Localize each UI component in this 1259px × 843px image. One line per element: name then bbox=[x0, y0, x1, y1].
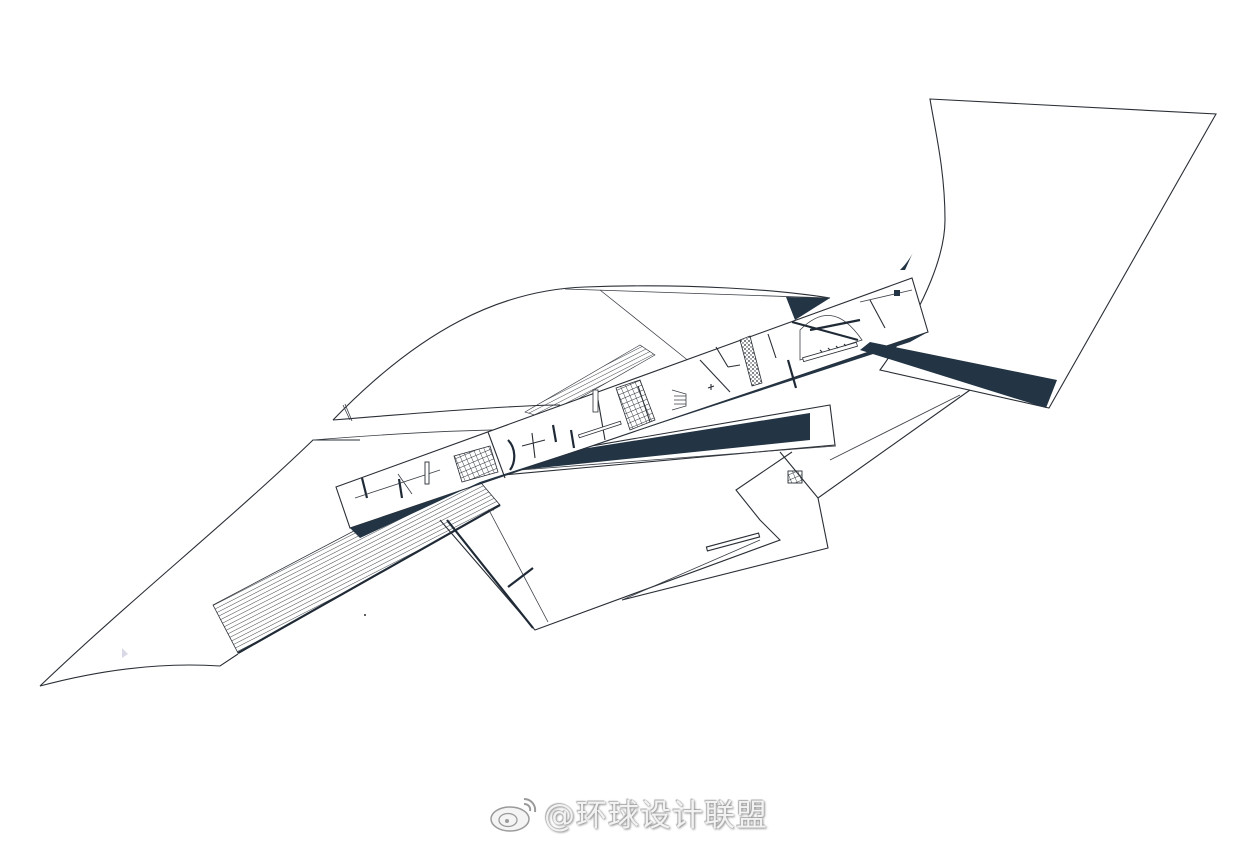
lower-jagged-plane bbox=[439, 389, 971, 631]
weibo-icon bbox=[490, 797, 537, 832]
central-linear-building bbox=[335, 277, 1057, 538]
upper-curved-roof-plane bbox=[332, 285, 831, 422]
watermark-text: @环球设计联盟 bbox=[544, 798, 768, 834]
watermark: @环球设计联盟 bbox=[488, 790, 768, 835]
reference-marks bbox=[364, 394, 961, 616]
small-grid-square bbox=[787, 470, 803, 484]
